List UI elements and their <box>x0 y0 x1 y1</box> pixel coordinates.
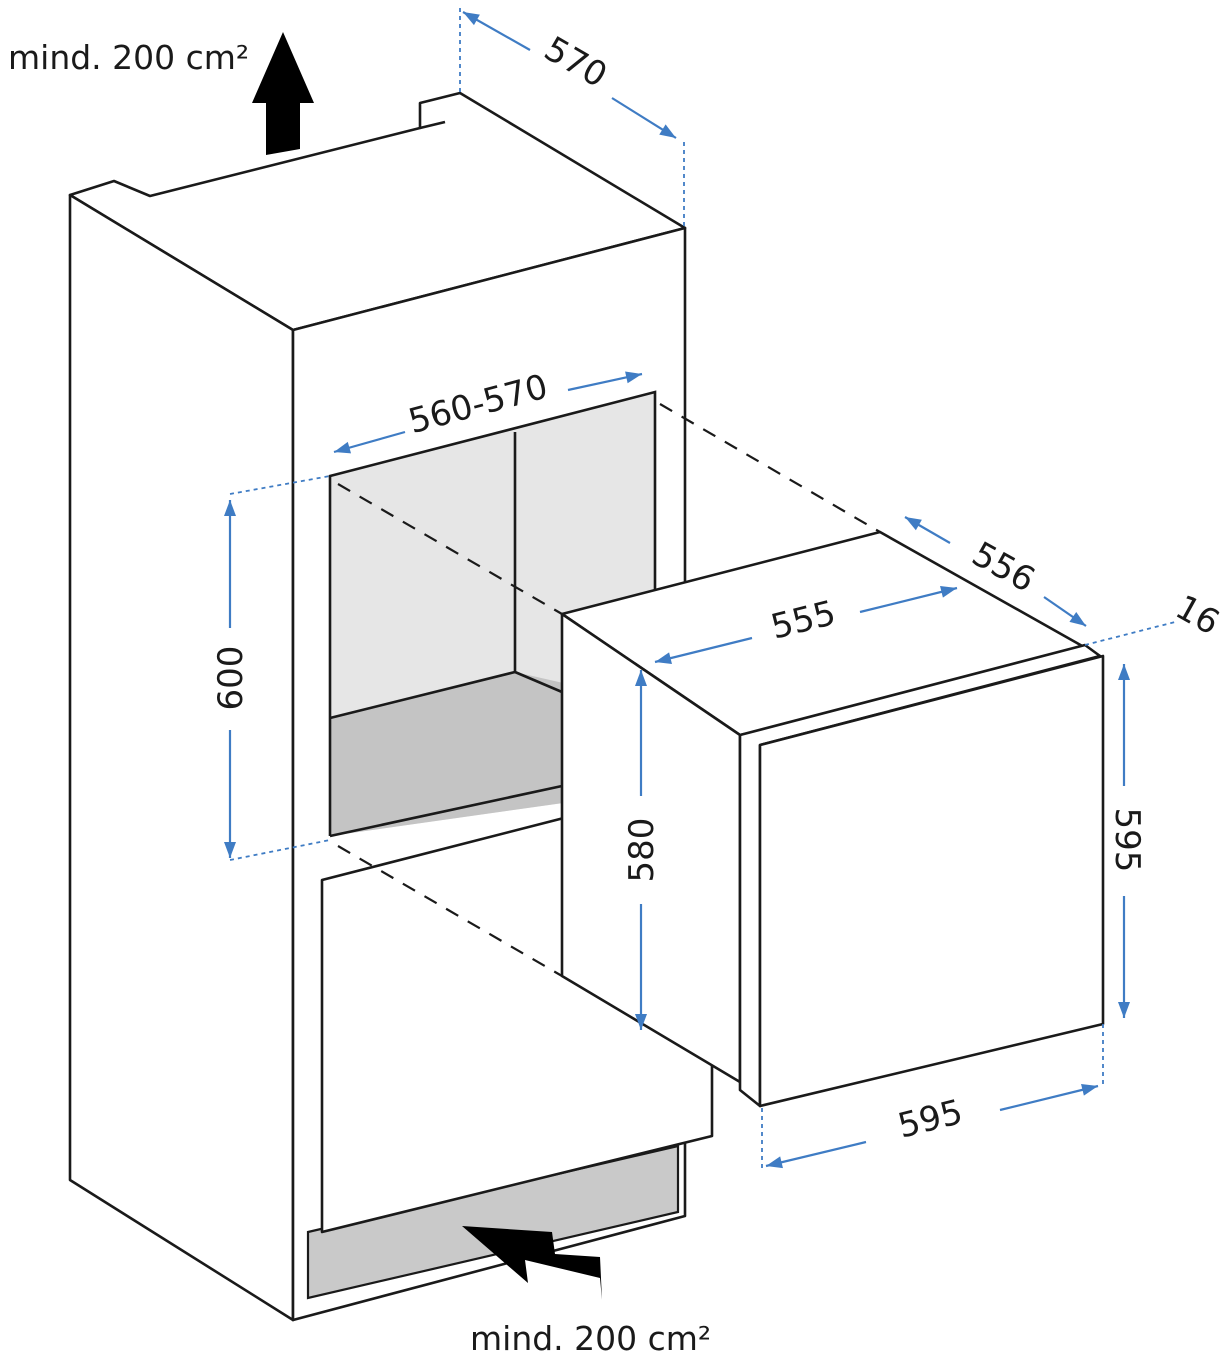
dim-cabinet-depth-arrow-b <box>659 124 676 138</box>
appliance-height-label: 580 <box>622 818 662 883</box>
dim-appliance-width-line-b <box>859 586 958 614</box>
projection-line-top-left <box>337 483 563 615</box>
cabinet-side-face <box>68 193 295 1322</box>
projection-lines <box>337 403 881 977</box>
dim-door-height-arrow-a <box>1118 664 1130 680</box>
dim-appliance-width-arrow-b <box>940 586 957 598</box>
niche-floor-edge-left <box>329 670 516 720</box>
dim-door-width-line-a <box>765 1140 867 1168</box>
dim-niche-height-arrow-b <box>224 842 236 858</box>
dim-appliance-height-arrow-b <box>635 1014 647 1030</box>
ext-niche-bottom <box>229 839 331 861</box>
door-height-label: 595 <box>1107 808 1147 873</box>
dim-appliance-width-arrow-a <box>655 652 672 664</box>
ventilation-arrows <box>252 32 602 1300</box>
cabinet-top-step <box>419 120 446 130</box>
dim-appliance-depth-arrow-b <box>1069 611 1086 626</box>
dim-door-height-arrow-b <box>1118 1002 1130 1018</box>
bottom-vent-label: mind. 200 cm² <box>470 1319 711 1358</box>
dim-appliance-depth-arrow-a <box>905 517 922 531</box>
vent-in-arrow <box>462 1226 602 1300</box>
door-thickness-label: 16 <box>1169 587 1221 643</box>
cabinet-depth-label: 570 <box>537 29 613 96</box>
projection-line-top-right <box>659 403 881 533</box>
niche-frame <box>328 390 657 836</box>
projection-line-bottom-left <box>337 845 563 977</box>
ext-door-thickness <box>1084 621 1176 646</box>
dim-niche-height-arrow-a <box>224 500 236 516</box>
vent-up-arrow <box>252 32 314 155</box>
dimension-graphics <box>224 8 1176 1172</box>
dim-door-width-arrow-b <box>1081 1083 1098 1096</box>
door-width-label: 595 <box>894 1092 967 1147</box>
dim-appliance-width-line-a <box>654 636 753 664</box>
niche-bottom-edge <box>329 784 563 838</box>
dim-niche-width-arrow-b <box>625 371 642 384</box>
dim-cabinet-depth-arrow-a <box>463 12 480 26</box>
ext-niche-top <box>229 475 331 495</box>
dim-appliance-height-arrow-a <box>635 670 647 686</box>
appliance <box>560 530 1105 1108</box>
top-vent-label: mind. 200 cm² <box>8 38 249 77</box>
dim-door-width-arrow-a <box>766 1156 783 1169</box>
dim-door-width-line-b <box>999 1084 1099 1112</box>
niche-floor-edge-right <box>514 670 563 694</box>
niche-height-label: 600 <box>211 646 251 711</box>
dim-niche-width-arrow-a <box>334 441 352 454</box>
